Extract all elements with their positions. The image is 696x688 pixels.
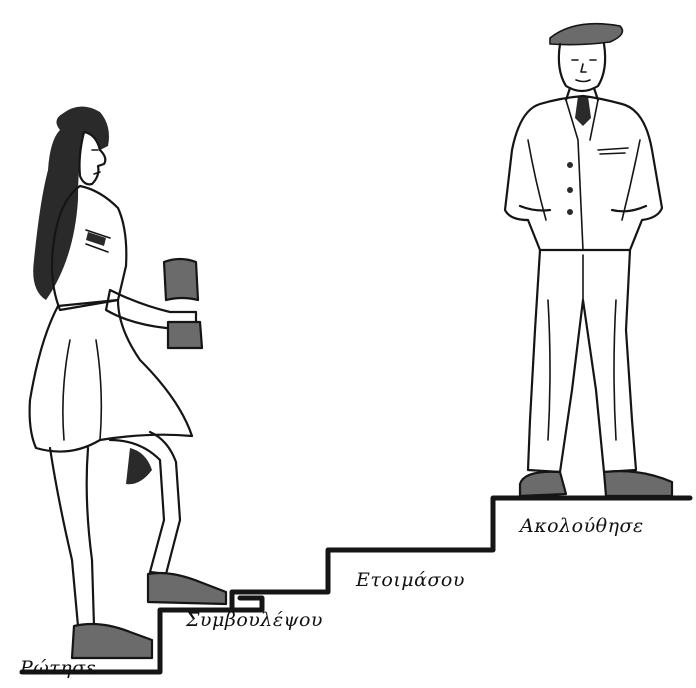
step-label-consult: Συμβουλέψου [185, 609, 323, 631]
book-icon [164, 259, 202, 348]
step-label-prepare: Ετοιμάσου [355, 569, 465, 591]
woman-back-leg [50, 448, 94, 626]
woman-front-leg [110, 432, 180, 574]
step-label-follow: Ακολούθησε [518, 515, 644, 537]
man-figure [505, 24, 672, 496]
step-label-ask: Ρώτησε [19, 657, 96, 679]
woman-figure [30, 106, 226, 658]
man-trousers [528, 250, 636, 472]
man-right-shoe [604, 471, 672, 496]
woman-back-shoe [72, 624, 152, 658]
woman-hair [33, 106, 109, 300]
man-tie [575, 96, 591, 126]
